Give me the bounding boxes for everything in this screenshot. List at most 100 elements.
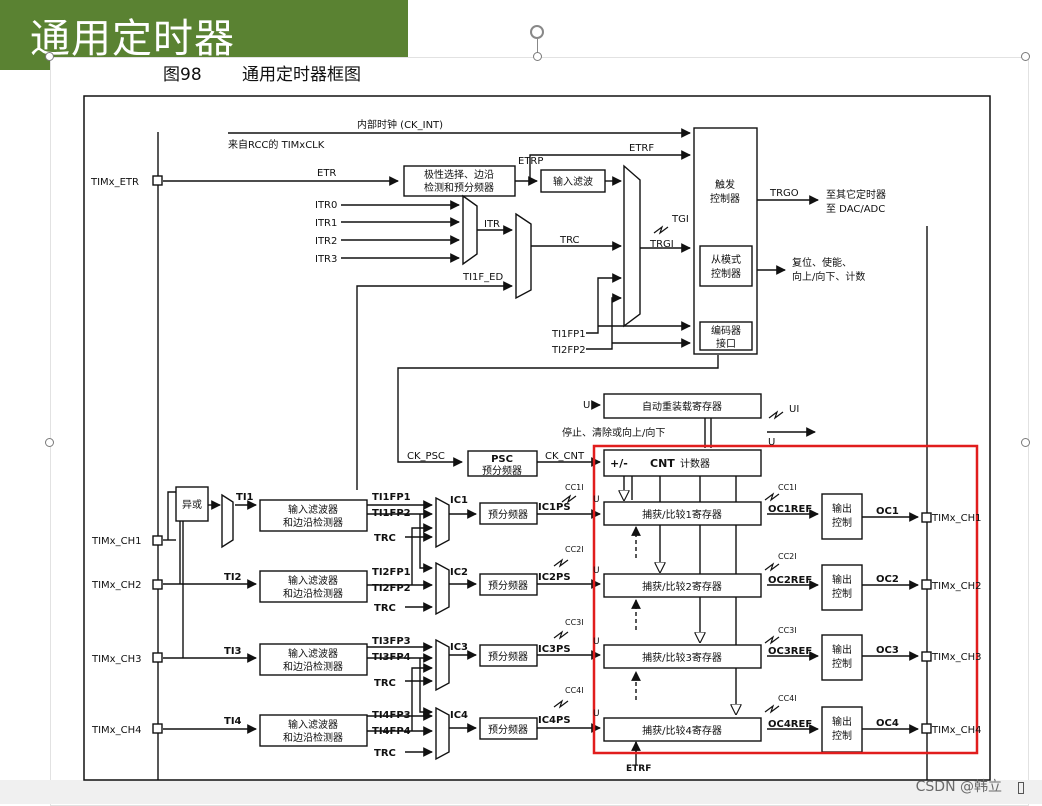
input-filter-text: 输入滤波	[553, 175, 593, 188]
ti4fp3-label: TI4FP3	[372, 710, 411, 721]
ic3-label: IC3	[450, 642, 468, 653]
auto-reload-text: 自动重装载寄存器	[642, 400, 722, 413]
psc-block	[467, 450, 538, 477]
resize-handle-left[interactable]	[45, 438, 54, 447]
trc-label-3: TRC	[374, 678, 396, 689]
etr-pin-label: TIMx_ETR	[90, 177, 139, 188]
ic4ps-label: IC4PS	[538, 715, 571, 726]
psc-text-2: 预分频器	[482, 464, 522, 477]
oc1-terminal	[921, 512, 932, 523]
cc2i-right-marker-icon	[764, 562, 780, 572]
output-3-text-1: 输出	[832, 643, 852, 656]
ic2ps-label: IC2PS	[538, 572, 571, 583]
xor-block	[175, 486, 209, 522]
tgi-marker-icon	[653, 225, 669, 235]
ti2-label: TI2	[224, 572, 242, 583]
ti4-label: TI4	[224, 716, 242, 727]
filter-1-text-2: 和边沿检测器	[283, 516, 343, 529]
itr-label: ITR	[484, 219, 500, 230]
trc-label: TRC	[559, 235, 580, 246]
resize-handle-top[interactable]	[533, 52, 542, 61]
trc-label-4: TRC	[374, 748, 396, 759]
highlight-box	[592, 444, 979, 755]
cc2i-right-label: CC2I	[778, 552, 797, 561]
output-1-text-1: 输出	[832, 502, 852, 515]
cc4-text: 捕获/比较4寄存器	[642, 724, 722, 737]
filter-4-text-1: 输入滤波器	[288, 718, 338, 731]
cc3i-right-marker-icon	[764, 635, 780, 645]
oc3ref-label: OC3REF	[768, 646, 812, 657]
ti3fp4-label: TI3FP4	[372, 652, 411, 663]
oc4-label: OC4	[876, 718, 899, 729]
input-filter-block	[540, 169, 606, 193]
figure-label: 图98	[163, 65, 202, 85]
cc3i-left-label: CC3I	[565, 618, 584, 627]
polarity-block	[403, 165, 516, 197]
ch2-terminal	[152, 579, 163, 590]
rotate-handle-icon[interactable]	[530, 25, 544, 39]
trgo-note-2: 至 DAC/ADC	[826, 203, 885, 215]
oc2-pin-label: TIMx_CH2	[931, 581, 981, 592]
cc1-text: 捕获/比较1寄存器	[642, 508, 722, 521]
ti1fp2-label: TI1FP2	[372, 508, 411, 519]
encoder-text-1: 编码器	[711, 324, 741, 337]
output-4-text-2: 控制	[832, 729, 852, 742]
cc2i-left-marker-icon	[553, 558, 569, 568]
filter-2-text-2: 和边沿检测器	[283, 587, 343, 600]
slave-text-1: 从模式	[711, 253, 741, 266]
ch1-terminal	[152, 535, 163, 546]
itr1-label: ITR1	[315, 218, 337, 229]
output-2-text-2: 控制	[832, 587, 852, 600]
trgo-label: TRGO	[769, 188, 799, 199]
cc4i-right-label: CC4I	[778, 694, 797, 703]
cc-register-3	[603, 644, 762, 669]
cc3-text: 捕获/比较3寄存器	[642, 651, 722, 664]
ti2fp1-label: TI2FP1	[372, 567, 411, 578]
cnt-suffix: 计数器	[680, 457, 710, 470]
ch4-terminal	[152, 723, 163, 734]
oc3-terminal	[921, 651, 932, 662]
itr-mux	[462, 194, 478, 266]
xor-text: 异或	[182, 499, 202, 511]
figure-caption: 通用定时器框图	[242, 65, 361, 85]
ti3-label: TI3	[224, 646, 242, 657]
ic2-mux	[435, 561, 450, 616]
polarity-text-1: 极性选择、边沿	[424, 168, 494, 181]
resize-handle-top-left[interactable]	[45, 52, 54, 61]
prescaler-3-text: 预分频器	[488, 650, 528, 663]
update-note: 停止、清除或向上/向下	[562, 426, 665, 439]
etrf-label: ETRF	[629, 143, 654, 154]
output-3-text-2: 控制	[832, 657, 852, 670]
cnt-sign: +/-	[610, 457, 628, 470]
prescaler-block-3	[479, 644, 538, 667]
u-label-ch2: U	[593, 566, 600, 576]
etrp-label: ETRP	[518, 156, 543, 167]
u-label-reload: U	[583, 400, 590, 411]
clock-source-label: 来自RCC的 TIMxCLK	[228, 138, 325, 151]
trc-label-1: TRC	[374, 533, 396, 544]
output-2-text-1: 输出	[832, 573, 852, 586]
itr0-label: ITR0	[315, 200, 337, 211]
encoder-text-2: 接口	[716, 337, 736, 350]
ti1fp1-trig-label: TI1FP1	[551, 329, 586, 340]
cc-register-4	[603, 717, 762, 742]
ic3-mux	[435, 638, 450, 692]
cc1i-left-label: CC1I	[565, 483, 584, 492]
filter-3-text-1: 输入滤波器	[288, 647, 338, 660]
oc4-terminal	[921, 723, 932, 734]
slave-note-2: 向上/向下、计数	[792, 270, 865, 283]
output-1-text-2: 控制	[832, 516, 852, 529]
ui-marker-icon	[768, 410, 784, 420]
ti2fp2-label: TI2FP2	[372, 583, 411, 594]
encoder-block	[699, 321, 753, 351]
slide-frame[interactable]	[50, 57, 1029, 806]
cc3i-left-marker-icon	[553, 630, 569, 640]
cursor-marker-icon	[1018, 782, 1024, 794]
resize-handle-right[interactable]	[1021, 438, 1030, 447]
resize-handle-top-right[interactable]	[1021, 52, 1030, 61]
cc1i-right-label: CC1I	[778, 483, 797, 492]
trigger-text-1: 触发	[715, 178, 735, 191]
oc1-label: OC1	[876, 506, 899, 517]
oc2-label: OC2	[876, 574, 899, 585]
